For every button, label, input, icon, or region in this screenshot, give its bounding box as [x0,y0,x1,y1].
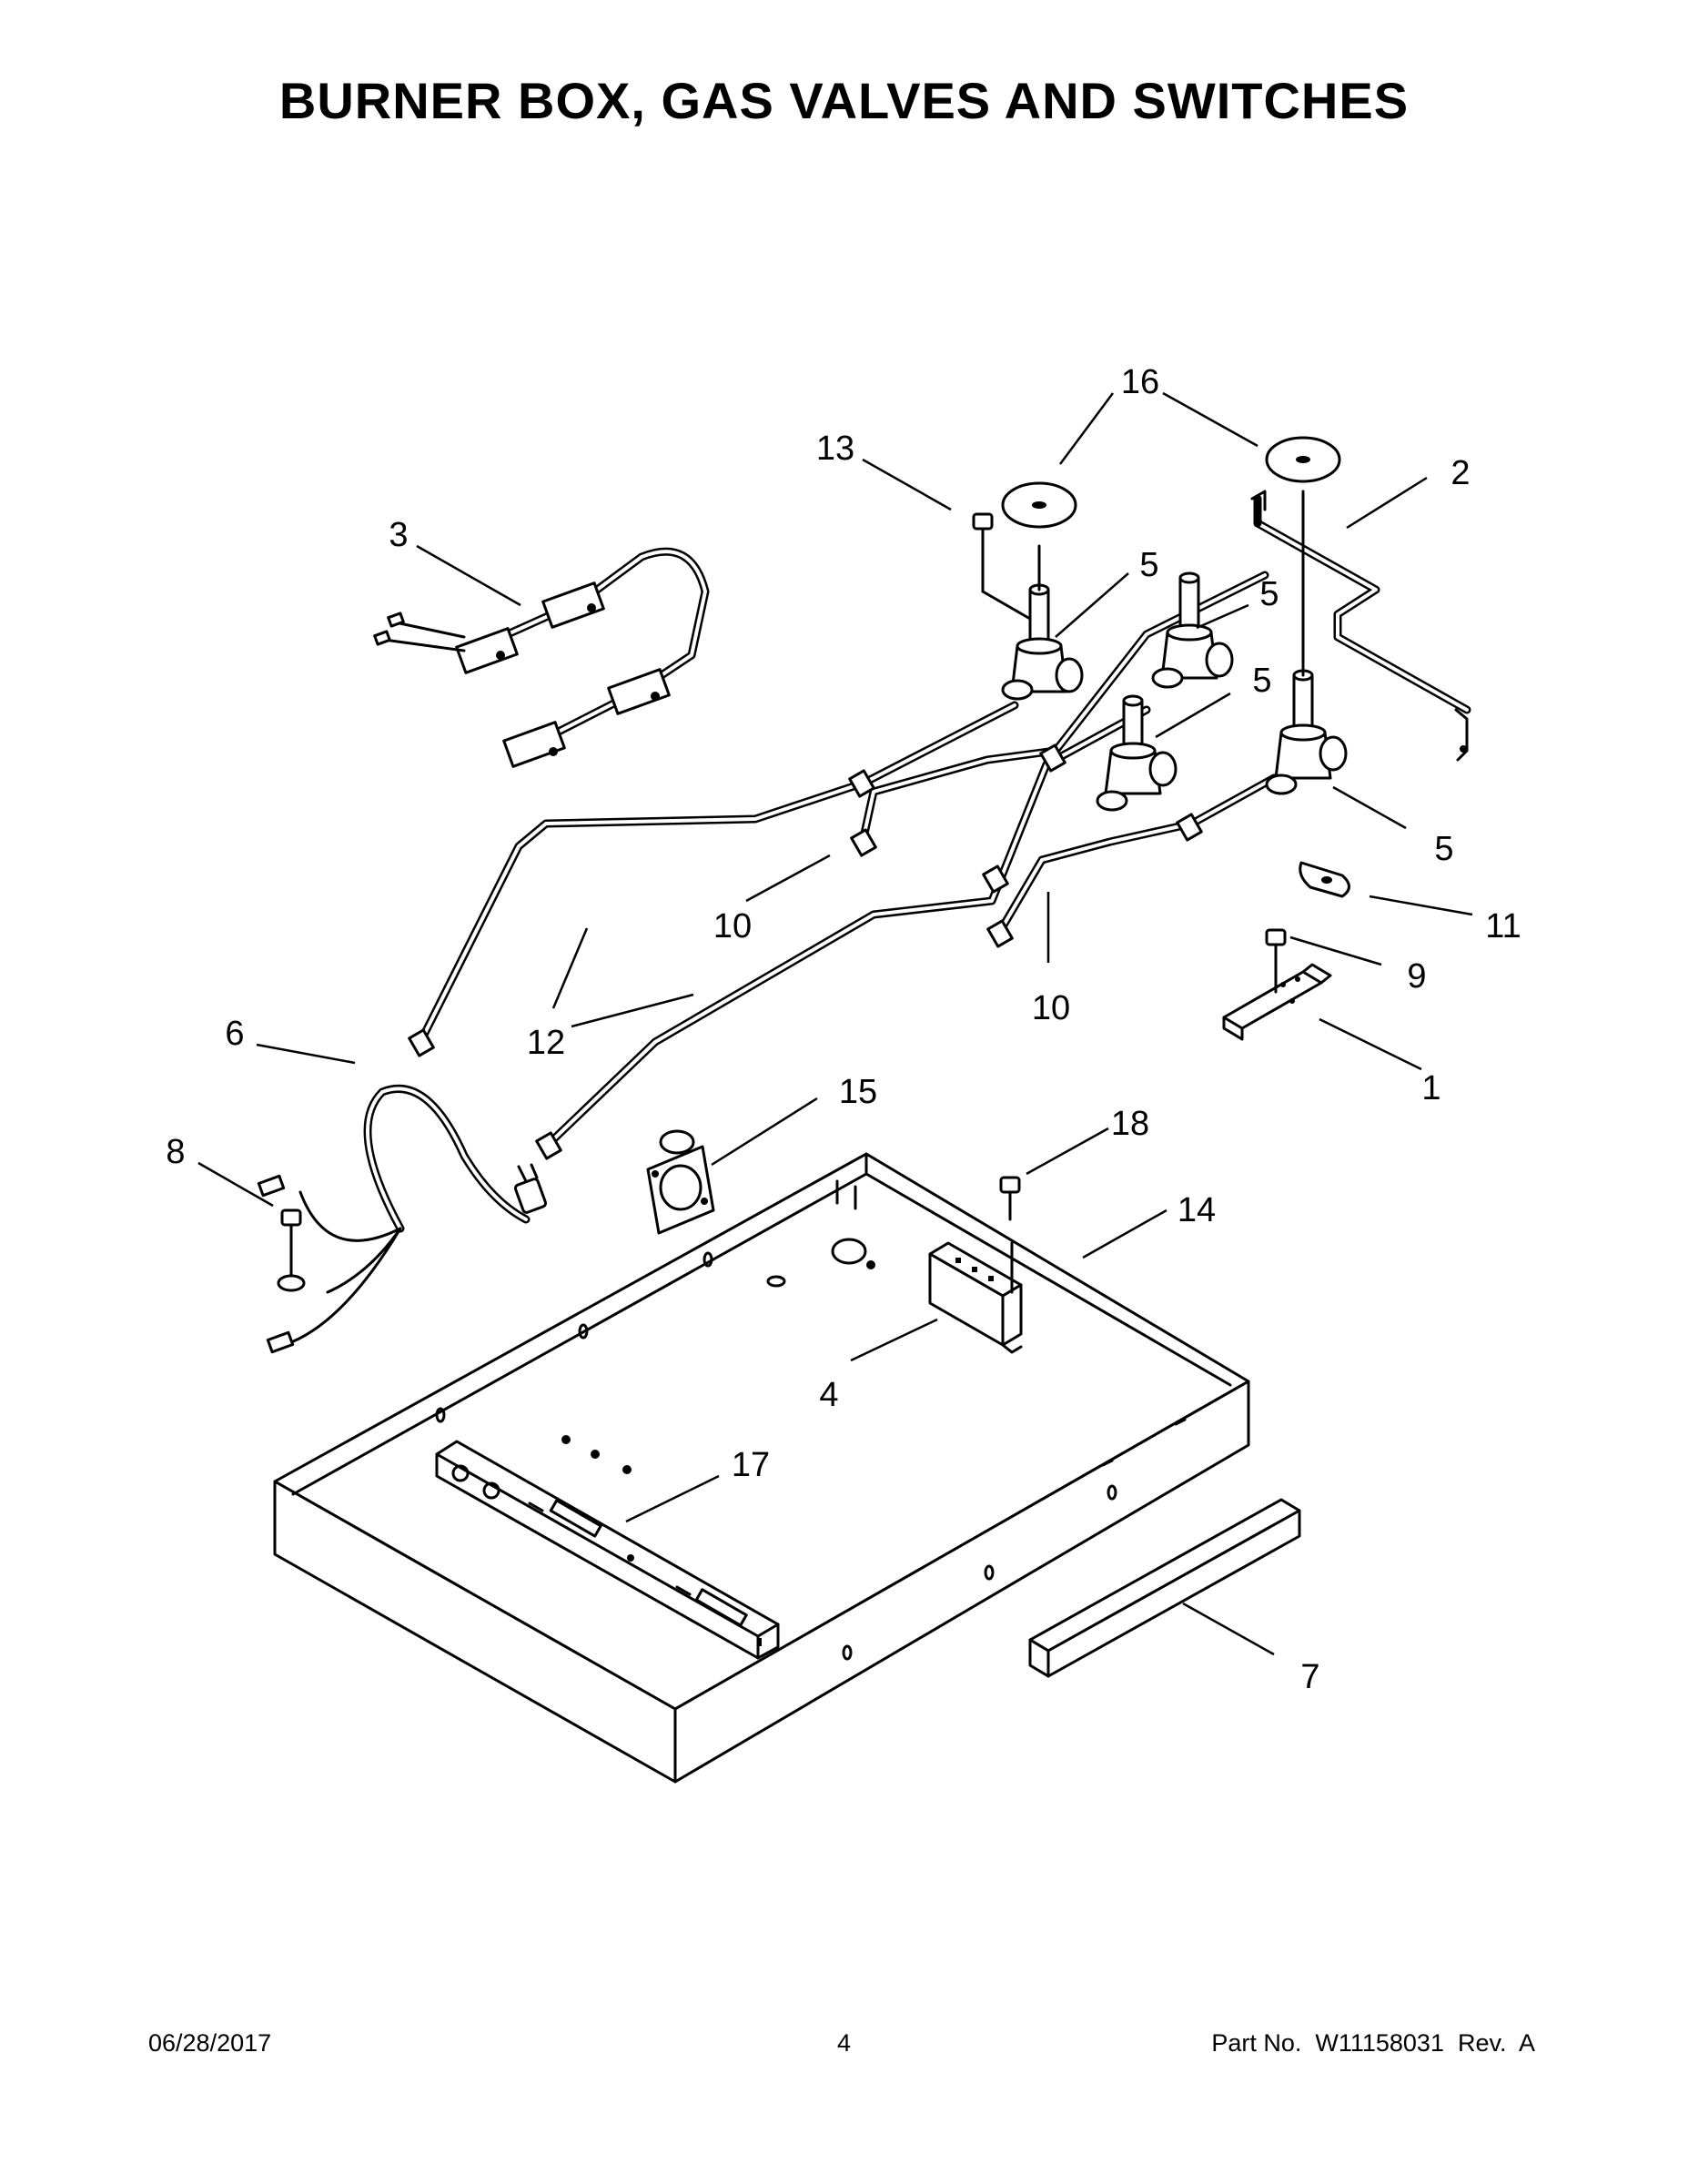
power-cord-part [257,1084,548,1354]
callout-5d: 5 [1434,830,1453,868]
gas-valve-3 [1096,694,1178,812]
leader-lines [197,391,1473,1656]
switch-bracket-part [435,1440,780,1660]
callout-10b: 10 [1032,989,1070,1027]
callout-17: 17 [732,1446,770,1484]
trim-strip-part [1028,1498,1301,1678]
callout-15: 15 [839,1073,877,1111]
callout-5a: 5 [1139,546,1158,584]
gas-valve-2 [1151,571,1234,689]
page-title: BURNER BOX, GAS VALVES AND SWITCHES [278,72,1410,129]
gas-valve-1 [1001,583,1084,701]
callout-5c: 5 [1252,662,1271,700]
footer-part-number: Part No. W11158031 Rev. A [1211,2029,1535,2057]
regulator-part [646,1129,1021,1235]
switch-holder-part [928,1241,1023,1354]
burner-caps-part [972,436,1341,552]
callout-6: 6 [225,1015,244,1053]
gas-valves-part [981,490,1348,812]
callout-labels: 16 13 2 3 5 5 5 5 11 10 10 9 6 12 1 15 1… [166,363,1521,1696]
callout-18: 18 [1111,1105,1149,1143]
callout-11: 11 [1485,907,1521,945]
wire-harness-part [373,547,710,768]
callout-9: 9 [1407,957,1426,996]
callout-3: 3 [389,516,408,554]
callout-4: 4 [819,1376,838,1414]
callout-16: 16 [1121,363,1159,401]
gas-tubes-part [408,571,1279,1160]
gas-valve-4 [1265,669,1348,795]
callout-13: 13 [816,430,854,468]
footer-page-number: 4 [836,2029,852,2057]
callout-8: 8 [166,1133,185,1171]
callout-5b: 5 [1259,575,1279,613]
callout-1: 1 [1421,1069,1440,1107]
callout-10a: 10 [713,907,752,945]
callout-7: 7 [1300,1658,1319,1696]
footer-date: 06/28/2017 [148,2029,272,2057]
callout-2: 2 [1450,454,1470,492]
callout-14: 14 [1178,1191,1216,1229]
callout-12: 12 [527,1024,565,1062]
manifold-pipe-part [1250,490,1471,762]
bracket-parts [1222,861,1350,1041]
